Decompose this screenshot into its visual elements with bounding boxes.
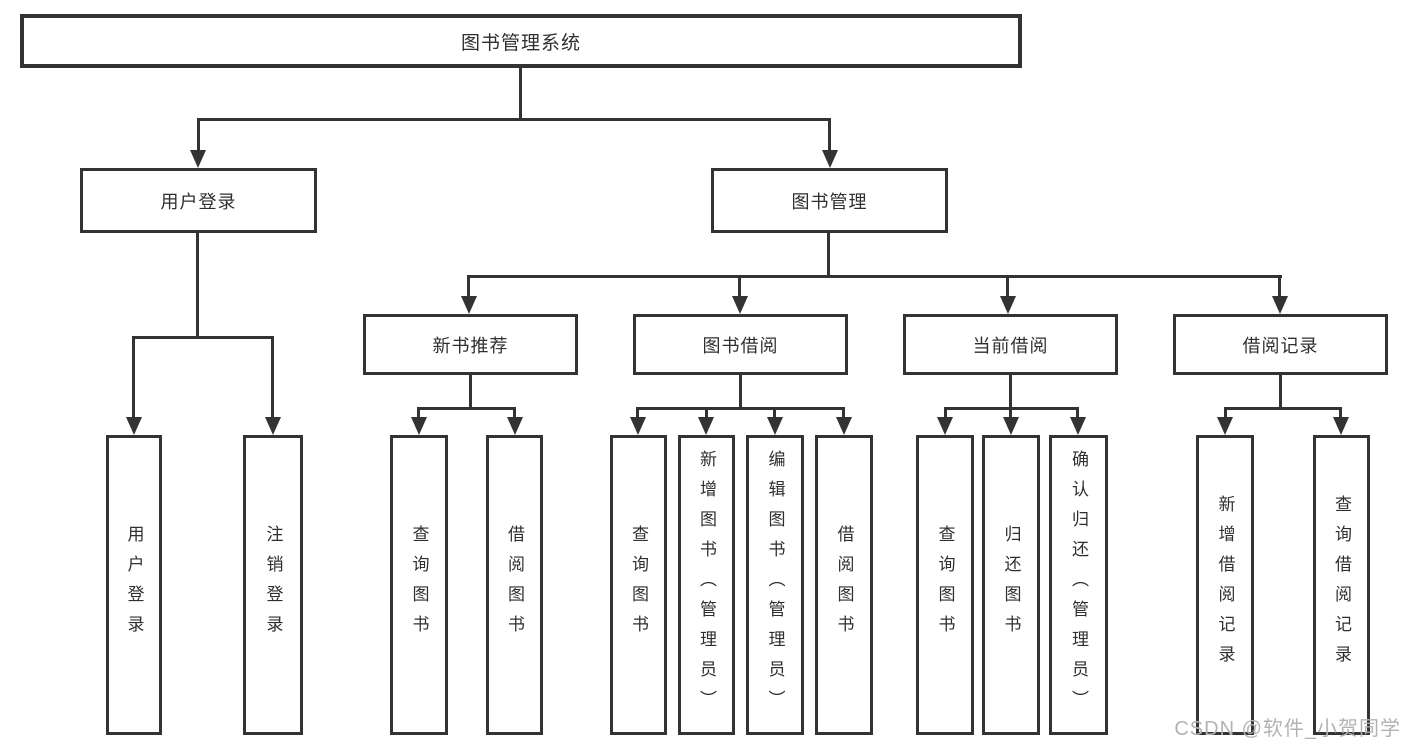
leaf-br-add-record-label: 新增借阅记录 [1215, 495, 1235, 675]
leaf-cb-return-books-label: 归还图书 [1001, 525, 1021, 645]
node-new-books: 新书推荐 [363, 314, 578, 375]
leaf-bb-edit-books-admin: 编辑图书（管理员） [746, 435, 804, 735]
node-current-borrow: 当前借阅 [903, 314, 1118, 375]
connector-records-stub [1279, 375, 1282, 407]
arrowhead-down-icon [732, 296, 748, 314]
node-borrowing-label: 图书借阅 [702, 335, 779, 356]
arrowhead-down-icon [1272, 296, 1288, 314]
leaf-logout-label: 注销登录 [263, 525, 283, 645]
connector-new-books-drop [467, 275, 470, 296]
connector-leaf-drop [1076, 407, 1079, 417]
leaf-bb-add-books-admin: 新增图书（管理员） [678, 435, 735, 735]
arrowhead-down-icon [1217, 417, 1233, 435]
leaf-cb-confirm-return-admin: 确认归还（管理员） [1049, 435, 1108, 735]
connector-current-drop [1006, 275, 1009, 296]
leaf-br-query-record: 查询借阅记录 [1313, 435, 1370, 735]
arrowhead-down-icon [836, 417, 852, 435]
root-node: 图书管理系统 [20, 14, 1022, 68]
leaf-bb-query-books-label: 查询图书 [629, 525, 648, 645]
node-borrow-records-label: 借阅记录 [1242, 335, 1319, 356]
leaf-nb-borrow-books-label: 借阅图书 [505, 525, 524, 645]
connector-leaf-drop [132, 336, 135, 417]
arrowhead-down-icon [507, 417, 523, 435]
arrowhead-down-icon [411, 417, 427, 435]
leaf-bb-borrow-books: 借阅图书 [815, 435, 873, 735]
node-borrow-records: 借阅记录 [1173, 314, 1388, 375]
connector-borrowing-stub [739, 375, 742, 407]
arrowhead-down-icon [190, 150, 206, 168]
arrowhead-down-icon [767, 417, 783, 435]
connector-leaf-drop [636, 407, 639, 417]
node-borrowing: 图书借阅 [633, 314, 848, 375]
connector-user-login-stub [196, 233, 199, 336]
arrowhead-down-icon [1333, 417, 1349, 435]
root-node-label: 图书管理系统 [460, 32, 581, 54]
leaf-bb-query-books: 查询图书 [610, 435, 667, 735]
connector-leaf-drop [417, 407, 420, 417]
leaf-cb-confirm-return-admin-label: 确认归还（管理员） [1069, 450, 1088, 720]
connector-level2-bus [197, 118, 831, 121]
leaf-bb-edit-books-admin-label: 编辑图书（管理员） [765, 450, 785, 720]
node-new-books-label: 新书推荐 [432, 335, 509, 356]
connector-leaf-drop [271, 336, 274, 417]
connector-leaf-drop [1224, 407, 1227, 417]
connector-leaf-drop [513, 407, 516, 417]
connector-level3-bus [468, 275, 1282, 278]
leaf-bb-borrow-books-label: 借阅图书 [834, 525, 854, 645]
leaf-nb-query-books-label: 查询图书 [409, 525, 429, 645]
connector-root-stub [519, 68, 522, 118]
arrowhead-down-icon [1000, 296, 1016, 314]
leaf-cb-query-books: 查询图书 [916, 435, 974, 735]
connector-current-bus [945, 407, 1079, 410]
leaf-nb-query-books: 查询图书 [390, 435, 448, 735]
arrowhead-down-icon [126, 417, 142, 435]
connector-user-login-bus [133, 336, 274, 339]
connector-leaf-drop [1009, 407, 1012, 417]
arrowhead-down-icon [630, 417, 646, 435]
leaf-user-login: 用户登录 [106, 435, 162, 735]
leaf-br-add-record: 新增借阅记录 [1196, 435, 1254, 735]
leaf-cb-return-books: 归还图书 [982, 435, 1040, 735]
connector-user-login-drop [197, 118, 200, 150]
connector-leaf-drop [1339, 407, 1342, 417]
connector-book-mgmt-drop [828, 118, 831, 150]
arrowhead-down-icon [265, 417, 281, 435]
node-book-mgmt-label: 图书管理 [791, 191, 868, 212]
connector-leaf-drop [773, 407, 776, 417]
watermark-text: CSDN @软件_小贺同学 [1174, 718, 1401, 740]
arrowhead-down-icon [1003, 417, 1019, 435]
leaf-user-login-label: 用户登录 [124, 525, 144, 645]
arrowhead-down-icon [461, 296, 477, 314]
connector-records-drop [1278, 275, 1281, 296]
leaf-bb-add-books-admin-label: 新增图书（管理员） [697, 450, 716, 720]
connector-leaf-drop [705, 407, 708, 417]
connector-current-stub [1009, 375, 1012, 407]
arrowhead-down-icon [1070, 417, 1086, 435]
node-user-login-label: 用户登录 [160, 191, 237, 212]
node-book-mgmt: 图书管理 [711, 168, 948, 233]
connector-leaf-drop [842, 407, 845, 417]
connector-leaf-drop [944, 407, 947, 417]
connector-new-books-bus [418, 407, 516, 410]
node-user-login: 用户登录 [80, 168, 317, 233]
node-current-borrow-label: 当前借阅 [972, 335, 1049, 356]
connector-records-bus [1225, 407, 1342, 410]
connector-book-mgmt-stub [827, 233, 830, 275]
connector-borrowing-bus [637, 407, 845, 410]
leaf-cb-query-books-label: 查询图书 [935, 525, 955, 645]
connector-borrowing-drop [738, 275, 741, 296]
arrowhead-down-icon [822, 150, 838, 168]
connector-new-books-stub [469, 375, 472, 407]
arrowhead-down-icon [937, 417, 953, 435]
leaf-logout: 注销登录 [243, 435, 303, 735]
leaf-nb-borrow-books: 借阅图书 [486, 435, 543, 735]
arrowhead-down-icon [698, 417, 714, 435]
leaf-br-query-record-label: 查询借阅记录 [1332, 495, 1351, 675]
